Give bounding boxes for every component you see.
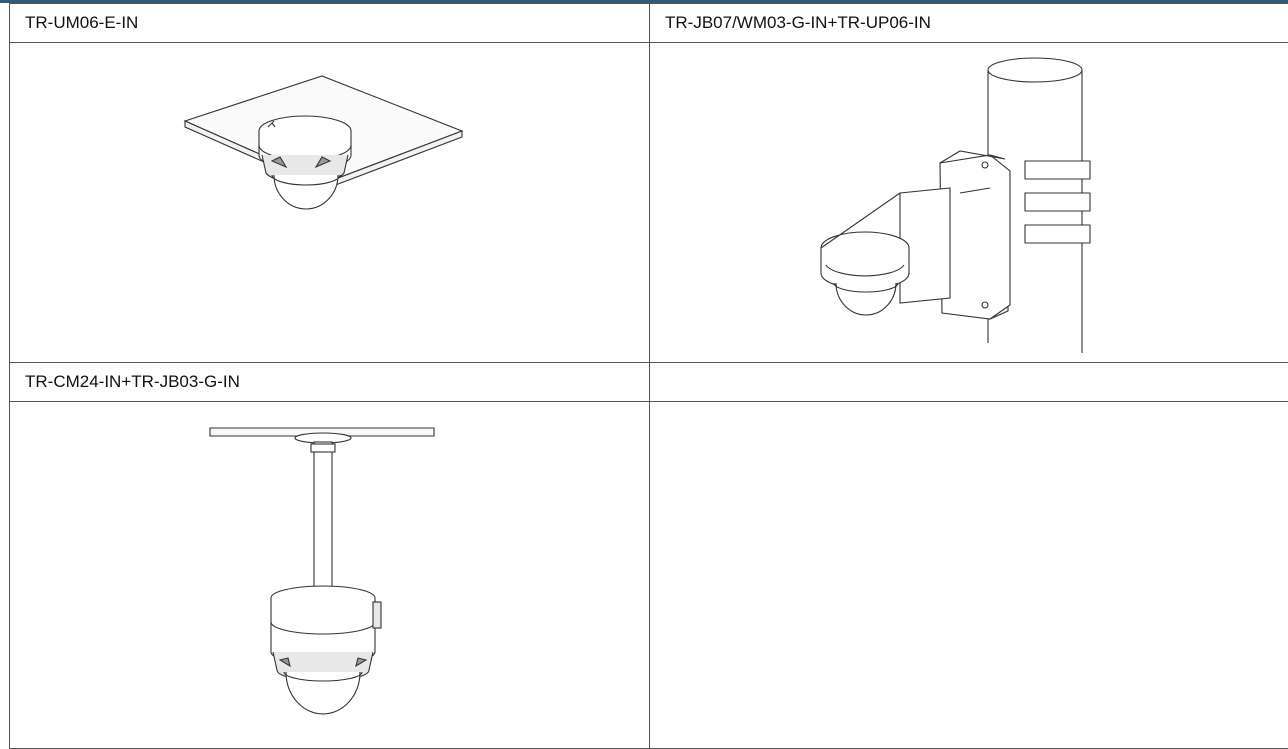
model-label-cell [650, 363, 1288, 402]
pendant-mount-dome-camera-drawing [10, 402, 650, 748]
pole-mount-dome-camera-drawing [650, 43, 1288, 362]
mounting-accessory-table: TR-UM06-E-IN TR-JB07/WM03-G-IN+TR-UP06-I… [9, 3, 1288, 749]
empty-image-cell [650, 402, 1288, 749]
model-label-cell: TR-UM06-E-IN [10, 4, 650, 43]
ceiling-mount-dome-camera-drawing [10, 43, 650, 362]
image-cell [10, 43, 650, 363]
model-label-cell: TR-CM24-IN+TR-JB03-G-IN [10, 363, 650, 402]
table-row [10, 402, 1288, 749]
model-label-cell: TR-JB07/WM03-G-IN+TR-UP06-IN [650, 4, 1288, 43]
table-row: TR-UM06-E-IN TR-JB07/WM03-G-IN+TR-UP06-I… [10, 4, 1288, 43]
table-row [10, 43, 1288, 363]
table-row: TR-CM24-IN+TR-JB03-G-IN [10, 363, 1288, 402]
image-cell [10, 402, 650, 749]
image-cell [650, 43, 1288, 363]
